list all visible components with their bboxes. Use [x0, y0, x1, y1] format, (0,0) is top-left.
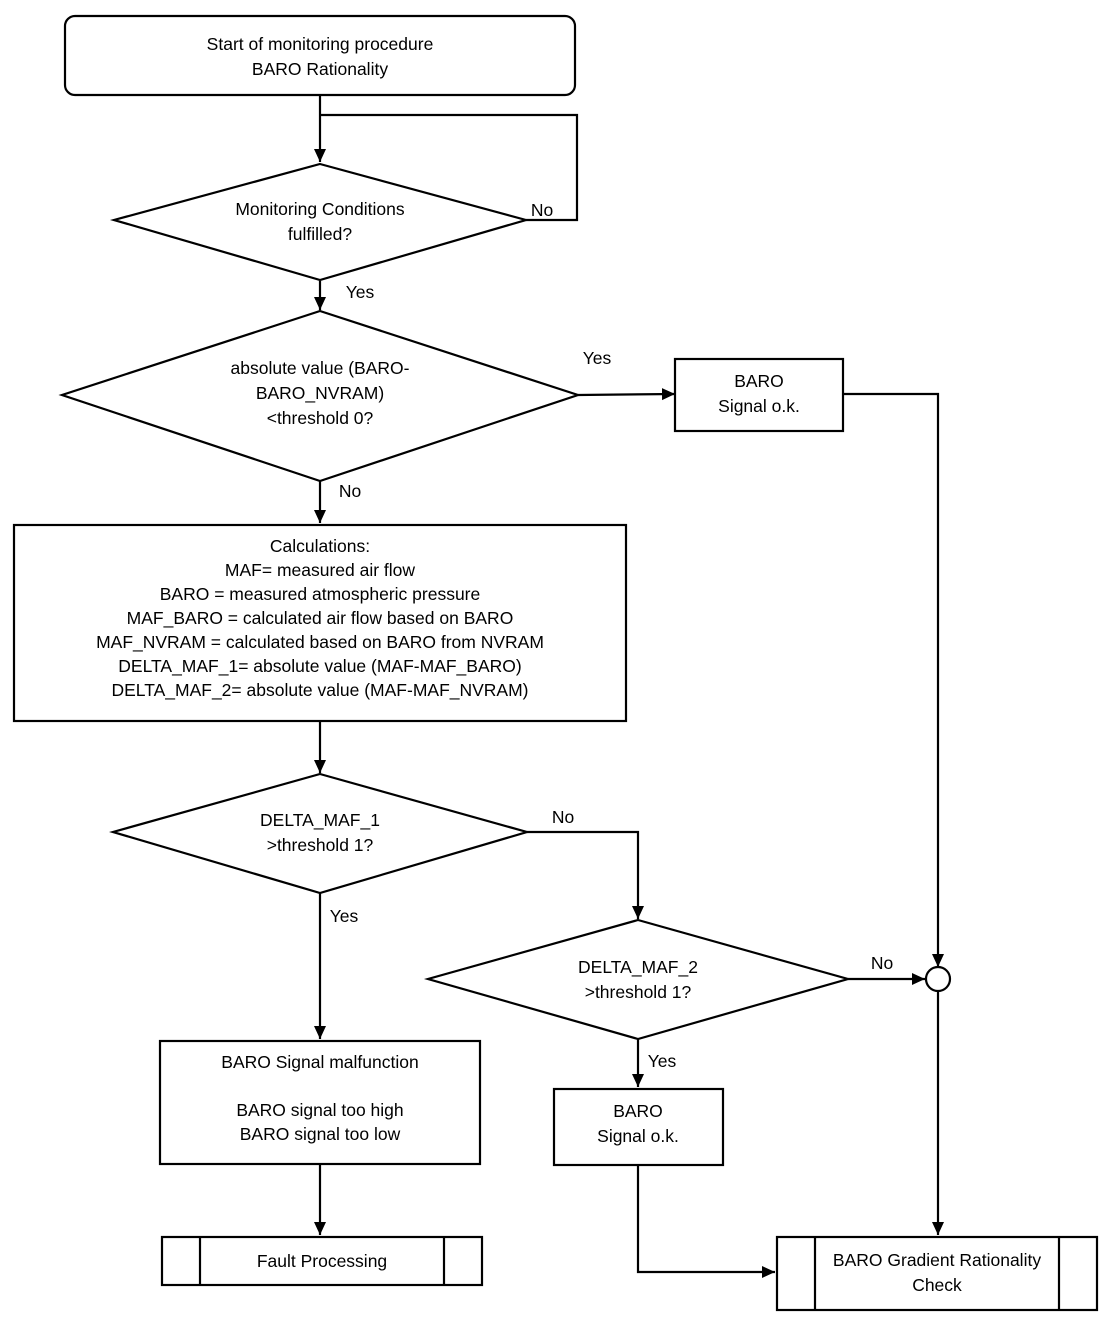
decision-abs-line-2: BARO_NVRAM) — [256, 383, 384, 404]
ok-bottom-line-2: Signal o.k. — [597, 1126, 679, 1146]
calc-line-1: Calculations: — [270, 536, 370, 556]
decision-delta2-line-2: >threshold 1? — [585, 982, 692, 1002]
process-signal-ok-top: BARO Signal o.k. — [673, 357, 845, 433]
connector-abs-yes — [577, 388, 676, 401]
label-delta2-yes: Yes — [648, 1051, 677, 1071]
connector-ok-bottom-to-gradient — [636, 1165, 775, 1278]
label-conditions-no: No — [531, 200, 553, 220]
process-signal-malfunction: BARO Signal malfunction BARO signal too … — [158, 1039, 482, 1166]
process-calculations: Calculations: MAF= measured air flow BAR… — [12, 523, 628, 723]
decision-conditions-line-2: fulfilled? — [288, 224, 352, 244]
label-delta1-no: No — [552, 807, 574, 827]
connector-delta1-no — [527, 830, 644, 919]
malfunction-line-4: BARO signal too low — [240, 1124, 401, 1144]
connector-ok-top-to-junction — [843, 392, 944, 967]
malfunction-line-3: BARO signal too high — [236, 1100, 403, 1120]
decision-delta1-line-1: DELTA_MAF_1 — [260, 810, 380, 831]
calc-line-2: MAF= measured air flow — [225, 560, 415, 580]
decision-abs-line-1: absolute value (BARO- — [231, 358, 410, 378]
decision-delta-maf-1: DELTA_MAF_1 >threshold 1? — [109, 772, 531, 895]
decision-delta-maf-2: DELTA_MAF_2 >threshold 1? — [423, 918, 853, 1041]
start-node: Start of monitoring procedure BARO Ratio… — [63, 14, 577, 97]
ok-top-line-1: BARO — [734, 371, 784, 391]
start-line-1: Start of monitoring procedure — [207, 34, 434, 54]
label-abs-no: No — [339, 481, 361, 501]
fault-processing-label: Fault Processing — [257, 1251, 387, 1271]
process-signal-ok-bottom: BARO Signal o.k. — [552, 1087, 725, 1167]
ok-bottom-line-1: BARO — [613, 1101, 663, 1121]
calc-line-5: MAF_NVRAM = calculated based on BARO fro… — [96, 632, 544, 653]
connector-conditions-no-loop — [320, 113, 579, 222]
label-delta1-yes: Yes — [330, 906, 359, 926]
connectors — [314, 95, 944, 1278]
calc-line-7: DELTA_MAF_2= absolute value (MAF-MAF_NVR… — [111, 680, 528, 701]
subprocess-fault-processing: Fault Processing — [160, 1235, 484, 1287]
decision-absolute-value: absolute value (BARO- BARO_NVRAM) <thres… — [58, 309, 582, 483]
subprocess-gradient-check: BARO Gradient Rationality Check — [775, 1235, 1099, 1312]
start-line-2: BARO Rationality — [252, 59, 388, 79]
decision-delta2-line-1: DELTA_MAF_2 — [578, 957, 698, 978]
decision-monitoring-conditions: Monitoring Conditions fulfilled? — [109, 162, 531, 282]
label-conditions-yes: Yes — [346, 282, 375, 302]
label-abs-yes: Yes — [583, 348, 612, 368]
decision-abs-line-3: <threshold 0? — [267, 408, 374, 428]
gradient-line-2: Check — [912, 1275, 962, 1295]
calc-line-3: BARO = measured atmospheric pressure — [160, 584, 481, 604]
merge-junction — [924, 965, 952, 993]
decision-delta1-line-2: >threshold 1? — [267, 835, 374, 855]
decision-conditions-line-1: Monitoring Conditions — [235, 199, 405, 219]
label-delta2-no: No — [871, 953, 893, 973]
malfunction-line-1: BARO Signal malfunction — [221, 1052, 418, 1072]
calc-line-6: DELTA_MAF_1= absolute value (MAF-MAF_BAR… — [118, 656, 521, 677]
gradient-line-1: BARO Gradient Rationality — [833, 1250, 1041, 1270]
ok-top-line-2: Signal o.k. — [718, 396, 800, 416]
calc-line-4: MAF_BARO = calculated air flow based on … — [127, 608, 514, 629]
